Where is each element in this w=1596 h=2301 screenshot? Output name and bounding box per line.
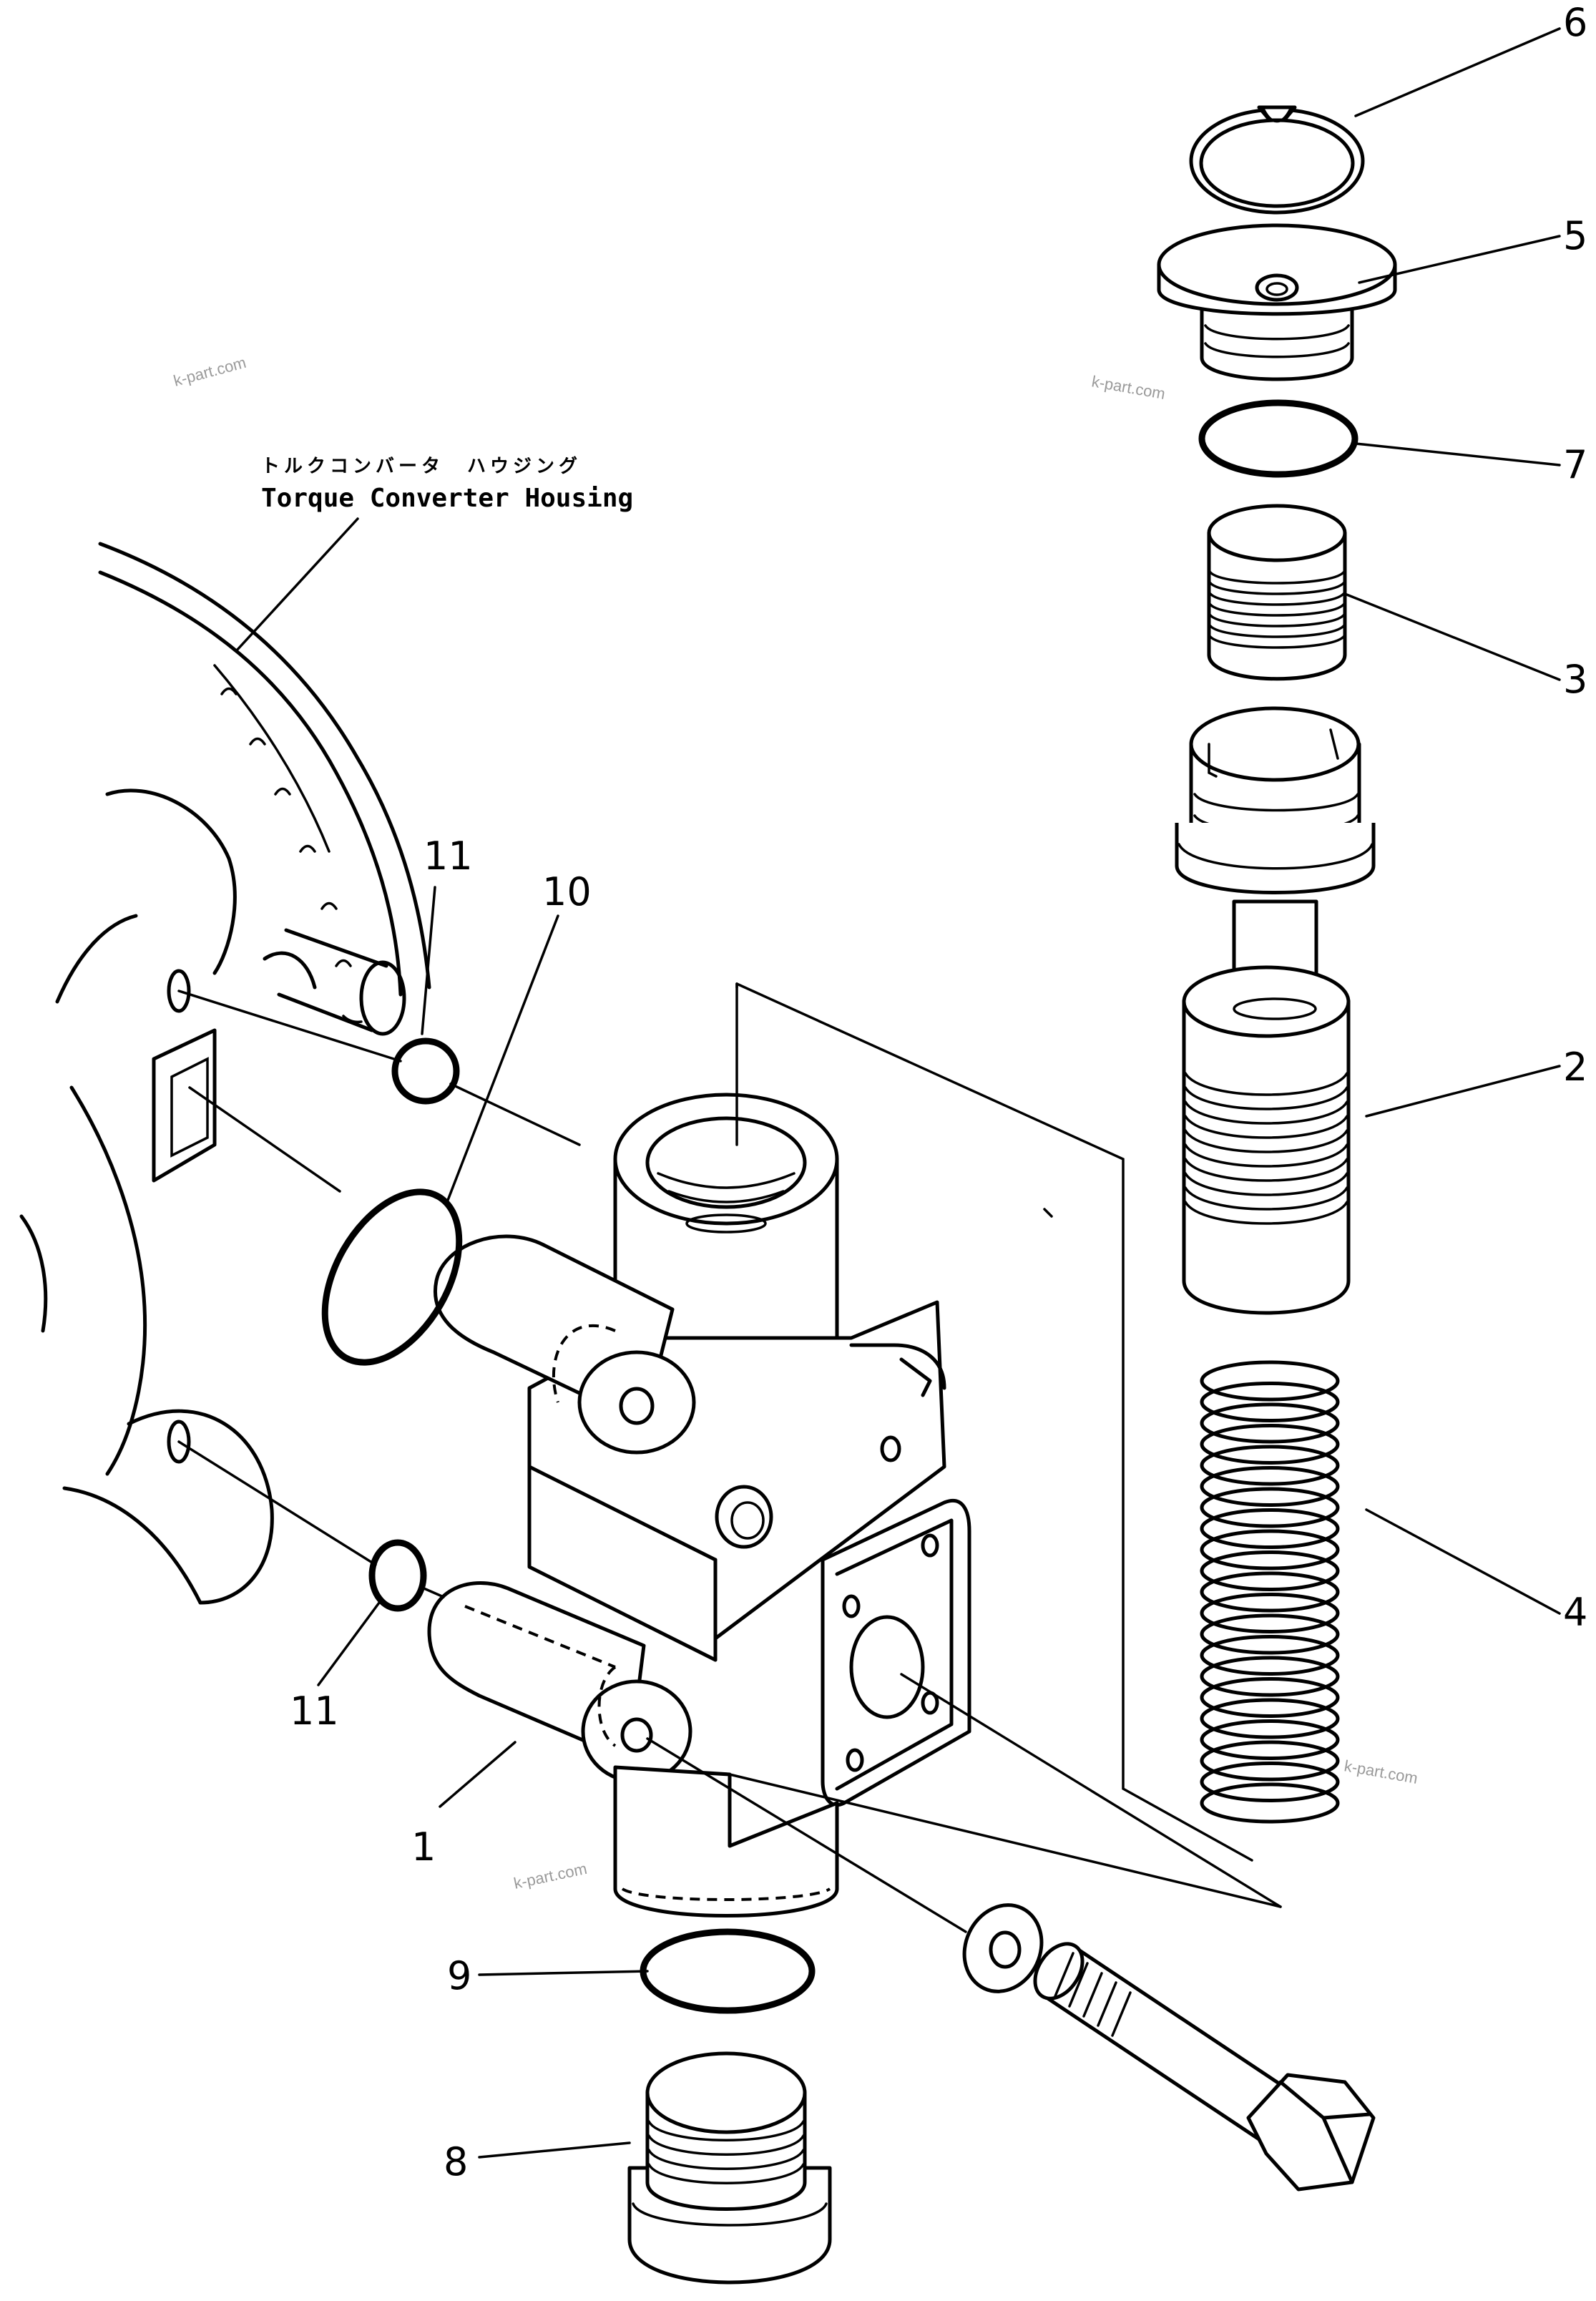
spring <box>1200 1360 1340 1824</box>
spring-coil <box>1200 1677 1340 1718</box>
spring-coil <box>1200 1529 1340 1570</box>
spring-coil <box>1200 1698 1340 1739</box>
o-ring-lower <box>640 1928 816 2014</box>
callout-9: 9 <box>447 1953 471 1998</box>
spring-coil <box>1200 1571 1340 1613</box>
housing-caption: トルクコンバータ ハウジング Torque Converter Housing <box>235 456 633 653</box>
caption-japanese: トルクコンバータ ハウジング <box>261 456 582 477</box>
callout-11-upper: 11 <box>424 834 473 879</box>
spring-coil <box>1200 1635 1340 1676</box>
spring-coil <box>1200 1424 1340 1465</box>
watermark-2: k-part.com <box>1090 372 1167 403</box>
watermark-4: k-part.com <box>512 1860 589 1892</box>
spool <box>1175 706 1376 1315</box>
assembly-lines <box>177 982 1282 1933</box>
callout-6: 6 <box>1563 0 1587 45</box>
watermark-3: k-part.com <box>1343 1757 1419 1787</box>
spring-coil <box>1200 1740 1340 1782</box>
spring-coil <box>1200 1360 1340 1402</box>
callout-7: 7 <box>1563 442 1587 487</box>
callout-5: 5 <box>1563 213 1587 258</box>
callout-8: 8 <box>444 2139 468 2184</box>
callout-leaders <box>317 27 1561 2159</box>
spring-coil <box>1200 1466 1340 1507</box>
valve-body <box>427 1093 971 1918</box>
callout-numbers: 6 5 7 3 2 4 11 10 11 1 9 8 <box>290 0 1587 2184</box>
callout-1: 1 <box>411 1824 436 1870</box>
spring-coil <box>1200 1656 1340 1697</box>
spring-coil <box>1200 1487 1340 1528</box>
spring-coil <box>1200 1782 1340 1824</box>
callout-2: 2 <box>1563 1045 1587 1090</box>
o-ring-upper <box>1198 399 1358 478</box>
torque-converter-housing <box>19 542 431 1605</box>
spring-coil <box>1200 1382 1340 1422</box>
caption-english: Torque Converter Housing <box>261 484 633 513</box>
spring-coil <box>1200 1550 1340 1591</box>
o-ring-large <box>321 1188 463 1366</box>
callout-11-lower: 11 <box>290 1689 339 1734</box>
bottom-plug <box>627 2051 832 2285</box>
spring-coil <box>1200 1613 1340 1655</box>
snap-ring <box>1189 105 1365 215</box>
callout-10: 10 <box>542 869 592 914</box>
spring-coil <box>1200 1402 1340 1444</box>
spring-coil <box>1200 1719 1340 1760</box>
spring-coil <box>1200 1593 1340 1633</box>
callout-3: 3 <box>1563 657 1587 702</box>
o-ring-small-upper <box>391 1037 460 1105</box>
piston <box>1207 504 1347 681</box>
spring-coil <box>1200 1762 1340 1802</box>
callout-4: 4 <box>1563 1590 1587 1635</box>
washer <box>962 1903 1044 1993</box>
watermark-1: k-part.com <box>172 353 248 390</box>
o-ring-small-lower <box>368 1539 427 1612</box>
spring-coil <box>1200 1445 1340 1486</box>
plug <box>1157 223 1397 381</box>
spring-coil <box>1200 1508 1340 1549</box>
bolt <box>1033 1942 1376 2192</box>
